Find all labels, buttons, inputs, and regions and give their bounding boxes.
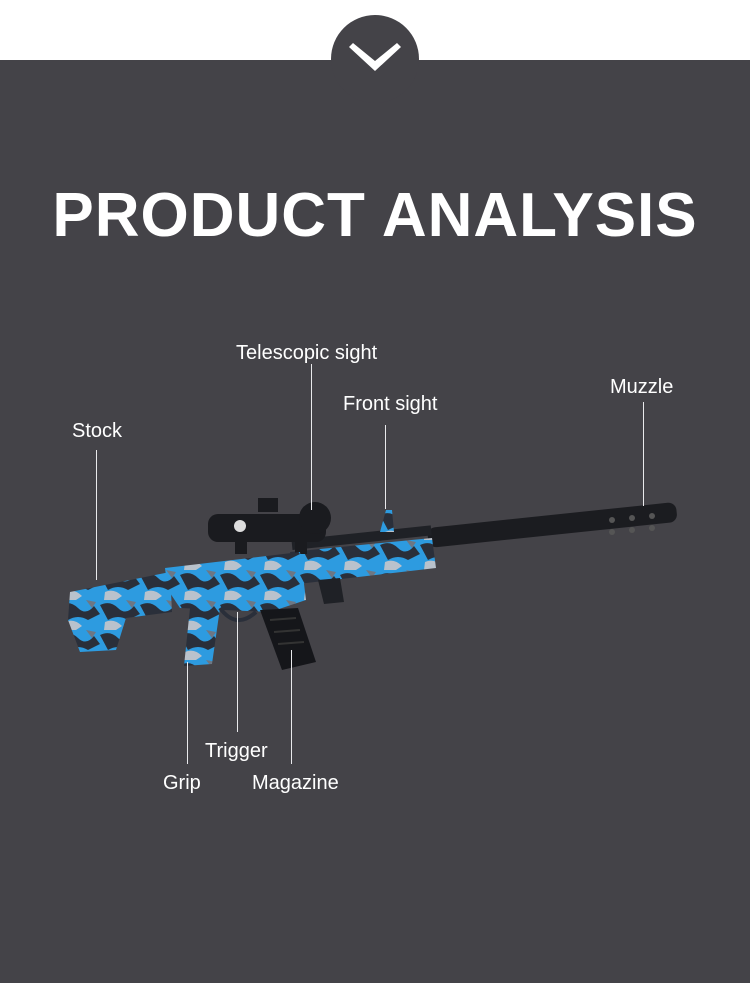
label-stock: Stock xyxy=(72,420,123,442)
callout-line-trigger xyxy=(237,612,238,732)
label-front-sight: Front sight xyxy=(343,393,438,415)
page-title: PRODUCT ANALYSIS xyxy=(52,181,698,250)
callout-line-muzzle xyxy=(643,402,644,506)
collapse-toggle[interactable] xyxy=(331,15,419,103)
callout-line-front-sight xyxy=(385,425,386,509)
callout-line-telescopic-sight xyxy=(311,364,312,510)
label-trigger: Trigger xyxy=(205,740,268,762)
label-muzzle: Muzzle xyxy=(610,376,674,398)
label-grip: Grip xyxy=(163,772,201,794)
label-magazine: Magazine xyxy=(252,772,339,794)
callout-line-stock xyxy=(96,450,97,580)
toy-rifle-illustration xyxy=(68,498,677,670)
callout-line-magazine xyxy=(291,650,292,764)
label-telescopic-sight: Telescopic sight xyxy=(236,342,378,364)
callout-line-grip xyxy=(187,662,188,764)
chevron-down-icon xyxy=(349,43,401,71)
